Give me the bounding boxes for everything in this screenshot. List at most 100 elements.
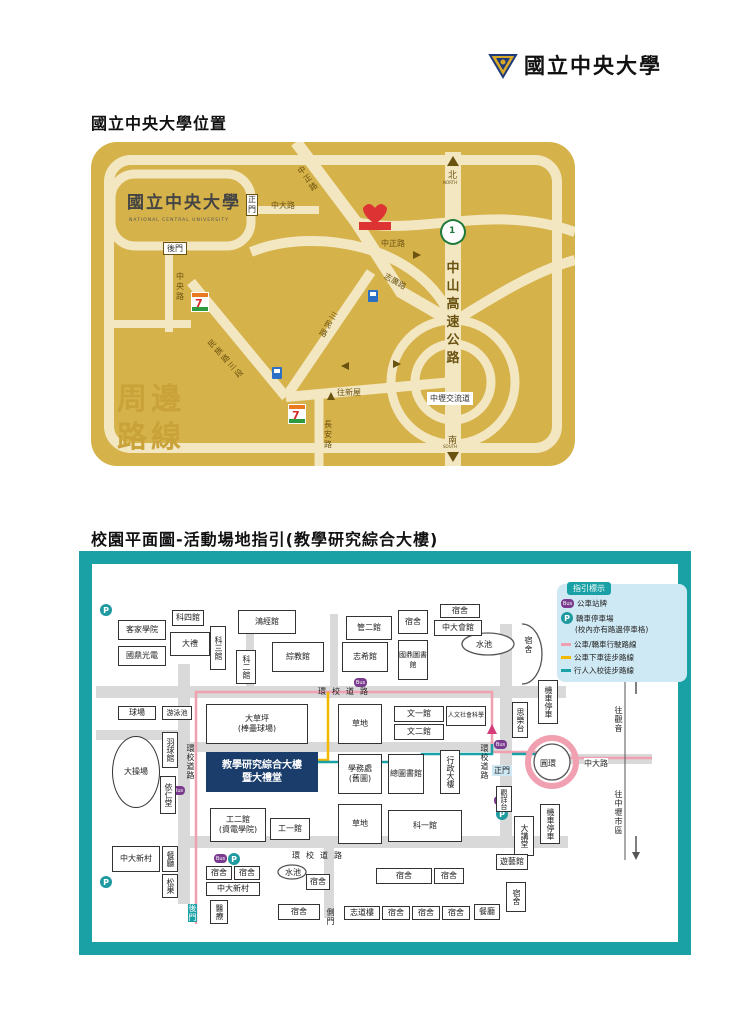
building-guan-shi: 觀詳台	[496, 786, 512, 812]
building-da-jiang: 大講堂	[514, 816, 534, 856]
building-ji-che-2: 機車停車	[540, 804, 560, 844]
building-ke-yi: 科一館	[388, 810, 462, 842]
highway-shield-icon	[440, 219, 466, 245]
ring-road-right: 環校道路	[480, 744, 489, 780]
building-gong-yi: 工一館	[270, 818, 310, 840]
road-wangxinwu: 往新屋	[337, 388, 361, 397]
building-xue-wu: 學務處 (舊圖)	[338, 754, 382, 794]
building-zong-jiao: 綜教館	[272, 642, 324, 672]
building-su-4: 宿舍	[206, 866, 232, 880]
building-xing-zheng: 行政大樓	[440, 750, 460, 794]
bus-stop-icon: Bus	[354, 678, 367, 687]
building-su-5: 宿舍	[234, 866, 260, 880]
campus-routes	[194, 623, 652, 924]
building-su-2: 宿舍	[440, 604, 480, 618]
highway-label: 中山高速公路	[446, 261, 460, 366]
building-ke-si: 科四館	[172, 610, 204, 626]
legend-bus-stop: 公車站牌	[577, 599, 607, 608]
section-title-campus: 校園平面圖-活動場地指引(教學研究綜合大樓)	[91, 530, 439, 549]
building-qiu-chang: 球場	[118, 706, 156, 720]
roundabout-label: 圓環	[540, 759, 556, 768]
legend-bus-walk: 公車下車徒步路線	[574, 653, 634, 662]
bus-stop-icon: Bus	[494, 740, 507, 749]
compass-south-en: SOUTH	[443, 444, 458, 449]
parking-icon: P	[561, 612, 573, 624]
convenience-store-icon-1: 7	[191, 292, 209, 312]
legend-swatch-vehicle	[561, 643, 571, 646]
building-su-7: 宿舍	[376, 868, 432, 884]
bus-stop-icon: Bus	[172, 786, 185, 795]
building-ren-wen: 人文社會科學	[446, 706, 486, 726]
building-da-cao: 大草坪 (棒壘球場)	[206, 704, 308, 744]
parking-icon: P	[100, 876, 112, 888]
building-yu-yi: 羽球館	[162, 732, 178, 768]
building-wen-yi: 文一館	[394, 706, 444, 722]
location-map: 7 7 國立中央大學 NATIONAL CENTRAL UNIVERSITY 正…	[91, 142, 575, 466]
svg-text:7: 7	[292, 409, 300, 422]
parking-icon: P	[228, 853, 240, 865]
campus-name: 國立中央大學	[127, 193, 241, 213]
building-guo-ding: 國鼎光電	[118, 646, 166, 666]
building-gong-er: 工二館 (資電學院)	[210, 808, 266, 842]
compass-north: 北	[448, 171, 458, 181]
main-gate-label: 正門	[492, 765, 512, 776]
back-gate-label: 後門	[163, 242, 187, 255]
parking-icon: P	[100, 604, 112, 616]
building-zhongda-xin-cun: 中大新村	[112, 846, 160, 872]
building-su-12: 宿舍	[412, 906, 440, 920]
section-title-location: 國立中央大學位置	[91, 114, 228, 133]
side-gate-label: 側門	[326, 908, 335, 926]
building-su-13: 宿舍	[442, 906, 470, 920]
building-guan-er: 管二館	[346, 616, 392, 640]
building-zhi-dao: 志道樓	[344, 906, 380, 920]
building-can-ting-2: 餐廳	[474, 904, 500, 920]
building-su-11: 宿舍	[382, 906, 410, 920]
building-zhongda-hall: 中大會館	[434, 620, 482, 636]
building-guo-tu: 國鼎圖書館	[398, 640, 428, 680]
building-su-1: 宿舍	[398, 610, 428, 634]
ring-road-top: 環校道路	[318, 687, 374, 696]
gas-station-icon-1	[368, 290, 378, 302]
bus-stop-icon: Bus	[214, 854, 227, 863]
bus-stop-icon: Bus	[561, 599, 574, 608]
ring-road-bottom: 環校道路	[292, 851, 348, 860]
slogan-line2: 路線	[117, 420, 185, 455]
legend-parking-note: (校內亦有路邊停車格)	[575, 625, 649, 634]
highway-shield-number: 1	[449, 226, 456, 236]
legend-vehicle-route: 公車/轎車行駛路線	[574, 640, 637, 649]
building-yi-yi: 遊藝館	[496, 854, 528, 870]
road-changan: 長安路	[324, 420, 332, 449]
university-logo: 國立中央大學	[488, 50, 662, 80]
building-yi-liao: 醫療	[210, 900, 228, 924]
building-zong-he-highlight: 教學研究綜合大樓 暨大禮堂	[206, 752, 318, 792]
legend-walk: 行人入校徒步路線	[574, 666, 634, 675]
compass-south: 南	[448, 436, 458, 446]
building-si-song: 思樂台	[512, 702, 528, 738]
slogan-line1: 周邊	[117, 382, 185, 417]
building-zong-tu: 總圖書館	[388, 754, 424, 794]
svg-text:7: 7	[195, 297, 203, 310]
building-hong-jing: 鴻經館	[238, 610, 296, 634]
building-su-9: 宿舍	[506, 882, 526, 912]
building-ke-er: 科二館	[236, 650, 256, 684]
direction-guanyin: 往觀音	[614, 706, 623, 733]
building-da-lan: 大禮	[170, 632, 210, 656]
building-zhongda-xin-cun-2: 中大新村	[206, 882, 260, 896]
building-zhi-xi: 志希館	[342, 642, 388, 672]
building-you-yong: 游泳池	[162, 706, 192, 720]
building-can-ting: 餐廳	[162, 846, 178, 872]
road-zhongda: 中大路	[271, 201, 295, 210]
convenience-store-icon-2: 7	[288, 404, 306, 424]
legend-title: 指引標示	[567, 582, 611, 595]
building-su-8: 宿舍	[434, 868, 464, 884]
location-map-roads: 7 7	[104, 142, 575, 466]
gas-station-icon-2	[272, 367, 282, 379]
direction-zhongli: 往中壢市區	[614, 790, 623, 835]
legend-swatch-bus-walk	[561, 656, 571, 659]
exit-label: 中壢交流道	[427, 392, 473, 405]
ring-road-left: 環校道路	[186, 744, 195, 780]
building-cao-di-2: 草地	[338, 804, 382, 844]
